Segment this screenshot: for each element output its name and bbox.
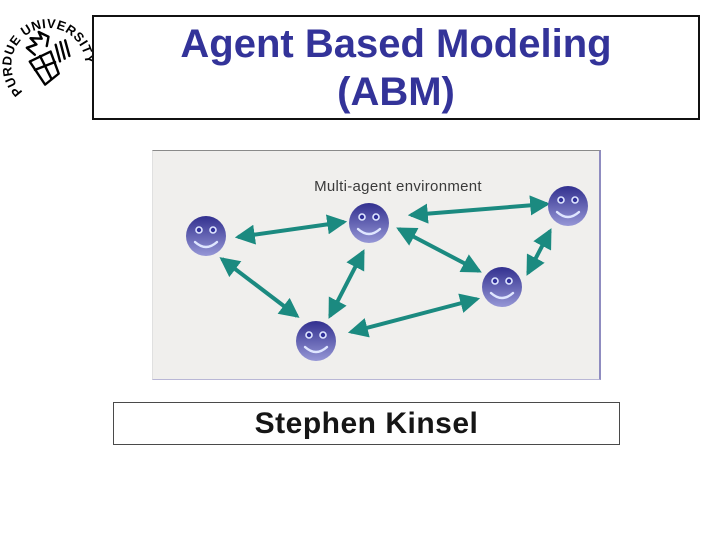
agent-top-right bbox=[548, 186, 588, 226]
agent-eye-icon bbox=[491, 277, 499, 285]
author-name: Stephen Kinsel bbox=[254, 406, 479, 440]
slide-title-line2: (ABM) bbox=[337, 69, 455, 114]
agent-eye-icon bbox=[571, 196, 579, 204]
link-arrow-top-center-top-right bbox=[407, 195, 551, 224]
agent-face-icon bbox=[482, 267, 522, 307]
agent-eye-icon bbox=[557, 196, 565, 204]
agent-left bbox=[186, 216, 226, 256]
agent-smile-icon bbox=[489, 291, 515, 300]
agent-smile-icon bbox=[193, 240, 219, 249]
agent-eye-icon bbox=[209, 226, 217, 234]
link-arrow-left-top-center bbox=[234, 214, 348, 245]
agent-face-icon bbox=[349, 203, 389, 243]
slide-title-line1: Agent Based Modeling bbox=[180, 21, 612, 66]
agent-eye-icon bbox=[305, 331, 313, 339]
agent-top-center bbox=[349, 203, 389, 243]
agent-links-layer bbox=[219, 195, 552, 338]
university-seal-svg: PURDUE UNIVERSITY bbox=[0, 9, 101, 101]
agent-smile-icon bbox=[356, 227, 382, 236]
title-box: Agent Based Modeling (ABM) bbox=[92, 15, 700, 120]
agent-smile-icon bbox=[303, 345, 329, 354]
agent-right-middle bbox=[482, 267, 522, 307]
agents-layer bbox=[186, 186, 588, 361]
agent-eye-icon bbox=[505, 277, 513, 285]
figure-label: Multi-agent environment bbox=[314, 178, 482, 195]
university-seal-logo: PURDUE UNIVERSITY bbox=[0, 6, 101, 110]
agent-smile-icon bbox=[555, 210, 581, 219]
link-arrow-top-center-bottom-center bbox=[328, 249, 365, 319]
link-arrow-left-bottom-center bbox=[219, 257, 300, 318]
agent-face-icon bbox=[548, 186, 588, 226]
multi-agent-figure: Multi-agent environment bbox=[152, 150, 601, 380]
link-arrow-top-center-right-middle bbox=[396, 227, 482, 273]
seal-arc-text: PURDUE UNIVERSITY bbox=[1, 9, 95, 101]
author-box: Stephen Kinsel bbox=[113, 402, 620, 445]
agent-eye-icon bbox=[195, 226, 203, 234]
agent-eye-icon bbox=[358, 213, 366, 221]
agent-network-svg: Multi-agent environment bbox=[186, 178, 588, 361]
link-arrow-top-right-right-middle bbox=[526, 228, 552, 276]
agent-eye-icon bbox=[372, 213, 380, 221]
agent-face-icon bbox=[296, 321, 336, 361]
agent-bottom-center bbox=[296, 321, 336, 361]
agent-face-icon bbox=[186, 216, 226, 256]
link-arrow-bottom-center-right-middle bbox=[347, 293, 481, 338]
griffin-shield-icon bbox=[25, 30, 71, 86]
agent-eye-icon bbox=[319, 331, 327, 339]
